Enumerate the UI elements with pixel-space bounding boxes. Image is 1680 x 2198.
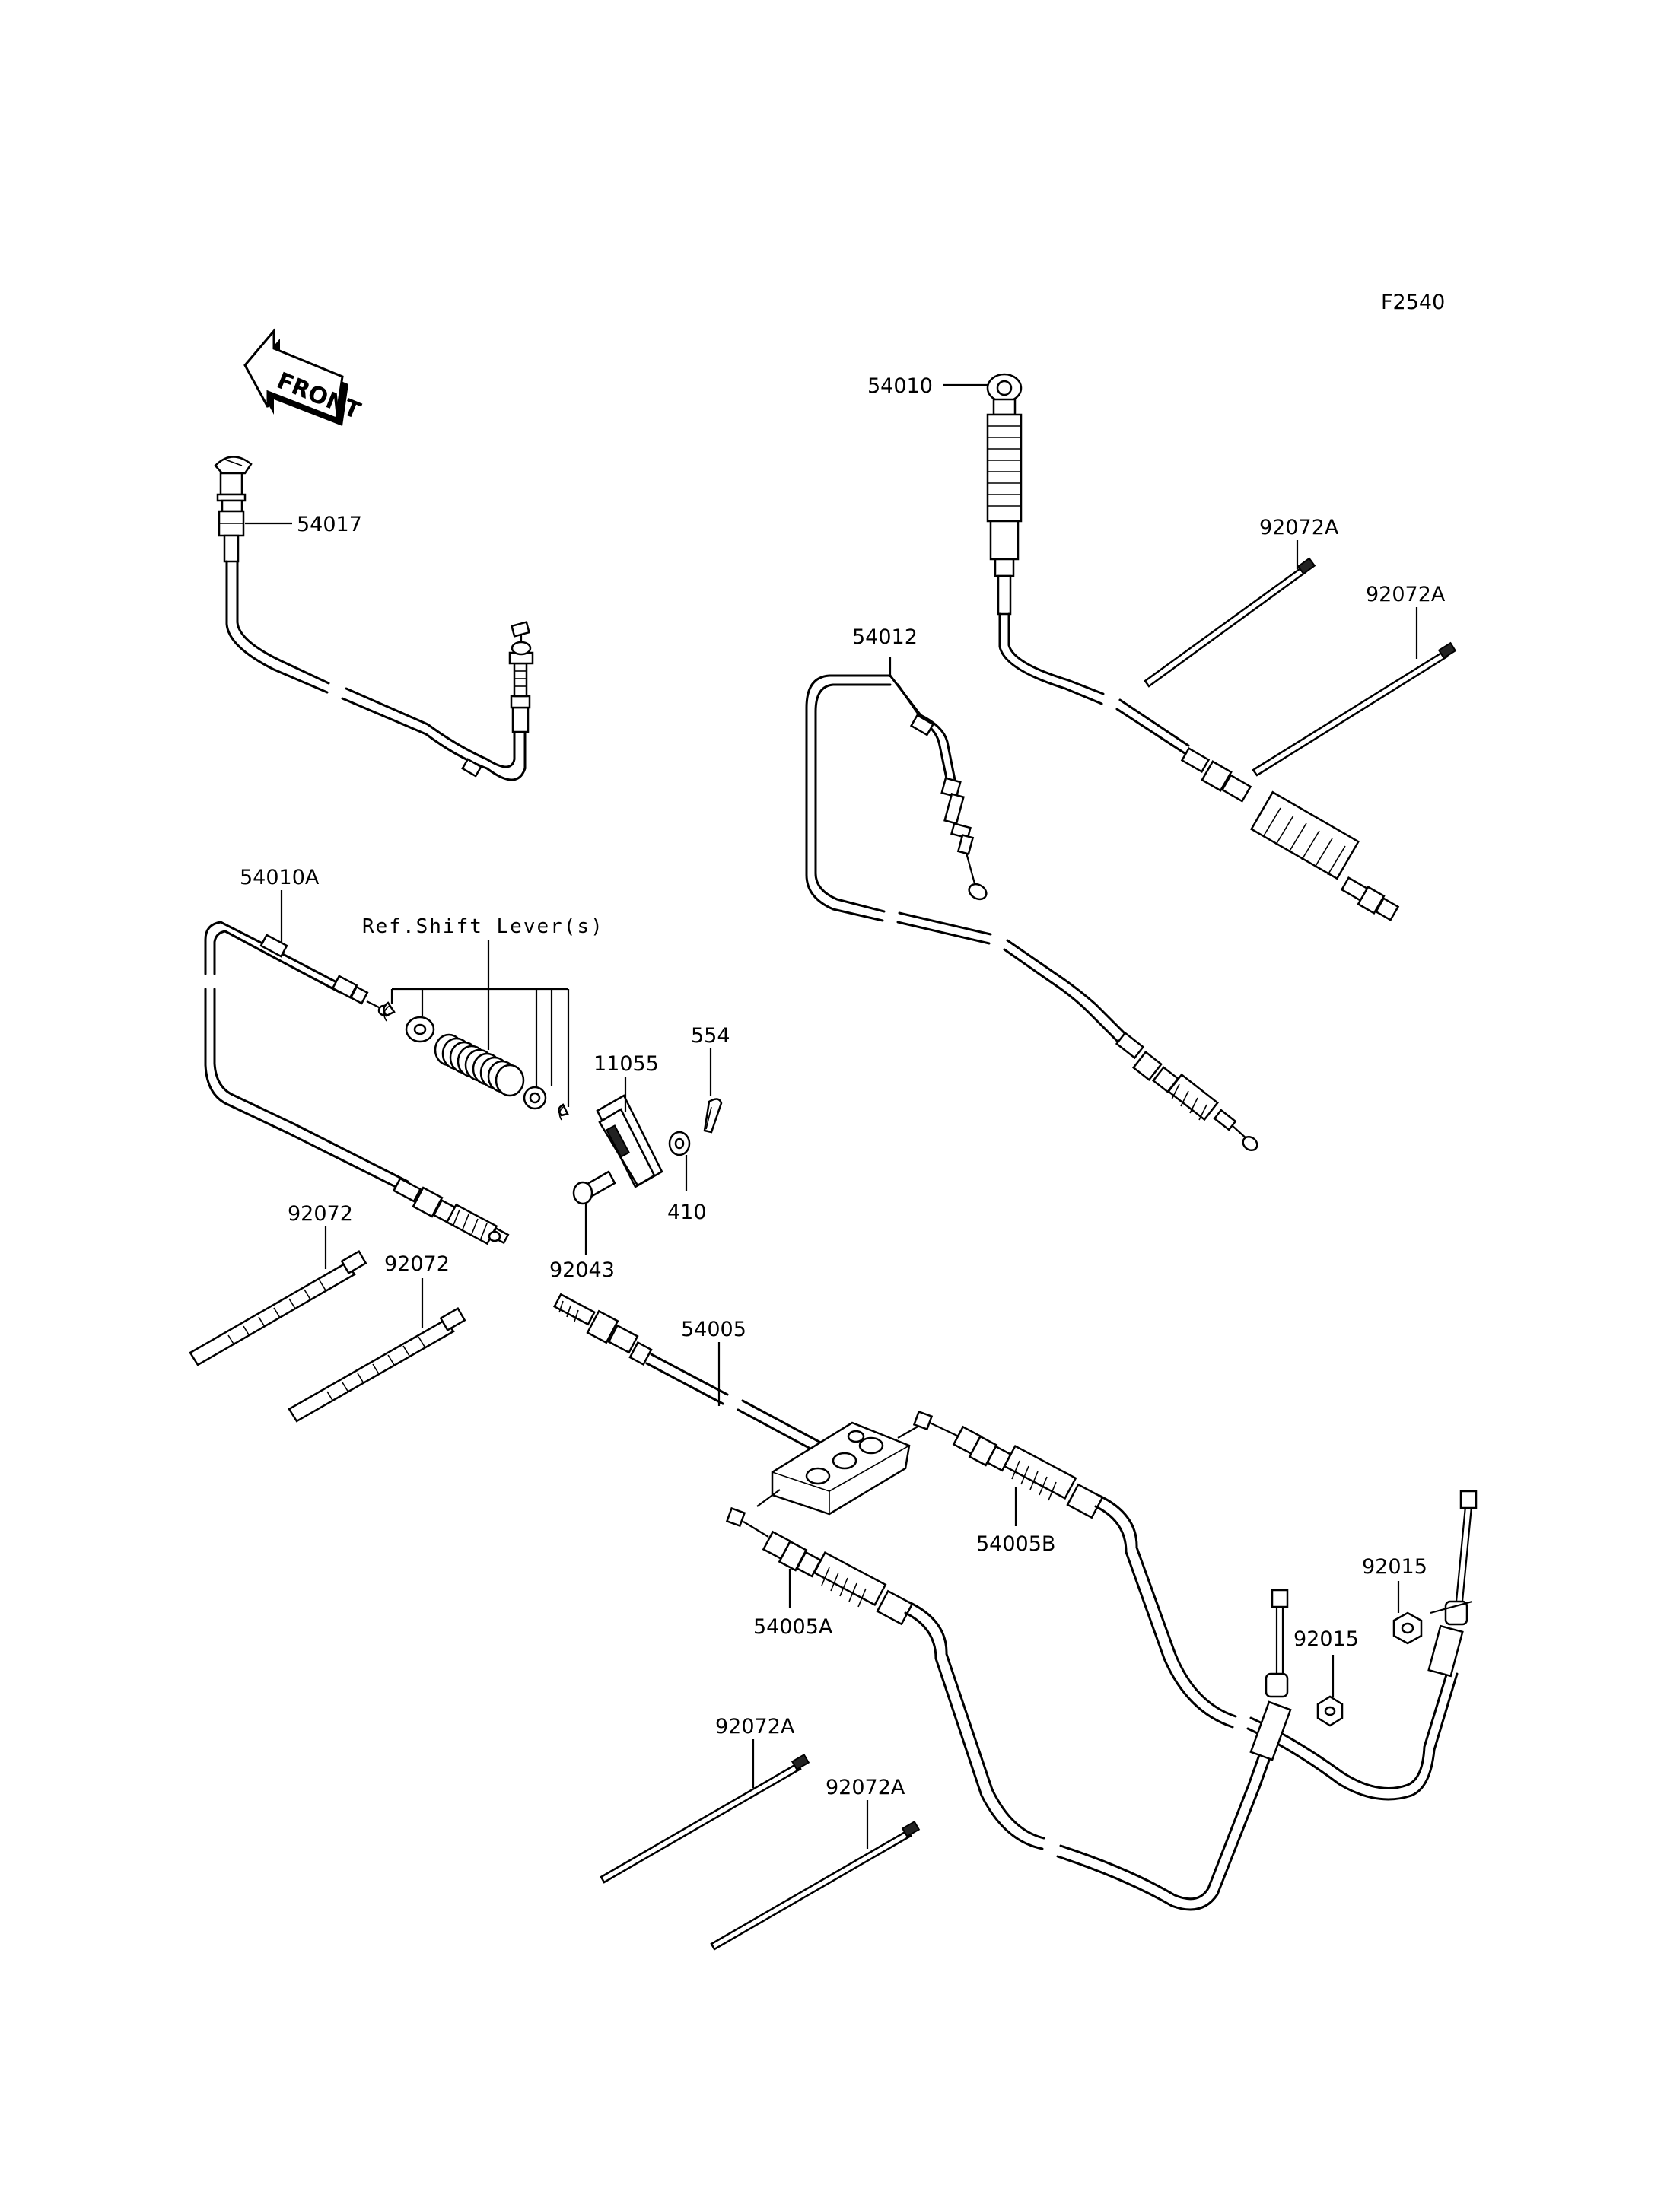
ref-shift-bracket	[390, 940, 570, 1107]
cable-tie-92072-1	[189, 1249, 368, 1366]
part-label-54010A: 54010A	[240, 866, 320, 889]
figure-code: F2540	[1381, 291, 1445, 314]
cable-54010	[986, 373, 1400, 921]
part-label-54012: 54012	[852, 625, 918, 649]
part-label-54010: 54010	[867, 374, 933, 398]
part-label-92072-2: 92072	[384, 1252, 450, 1276]
part-11055	[596, 1094, 663, 1188]
part-92043	[572, 1170, 616, 1205]
part-label-11055: 11055	[593, 1052, 659, 1076]
cable-54005	[553, 1293, 1478, 1911]
cable-54017	[214, 456, 534, 781]
cable-tie-92072A-2	[1252, 641, 1457, 777]
part-label-92072-1: 92072	[288, 1202, 353, 1226]
cable-tie-92072A-3	[600, 1753, 810, 1884]
part-label-92015-2: 92015	[1293, 1627, 1359, 1651]
ref-shift-lever-label: Ref.Shift Lever(s)	[362, 915, 604, 938]
cable-tie-92072A-4	[710, 1820, 921, 1951]
part-label-92015-1: 92015	[1362, 1555, 1427, 1579]
part-label-54005: 54005	[681, 1318, 746, 1341]
part-label-54005B: 54005B	[976, 1532, 1055, 1556]
part-554	[703, 1098, 723, 1134]
part-label-92072A-3: 92072A	[715, 1715, 795, 1738]
cable-54012	[805, 674, 1258, 1152]
part-410	[668, 1131, 691, 1156]
part-92015-1	[1392, 1611, 1423, 1645]
part-label-554: 554	[691, 1024, 730, 1048]
part-label-92072A-2: 92072A	[1366, 583, 1446, 606]
part-label-92072A-4: 92072A	[826, 1776, 905, 1799]
front-arrow-icon: FRONT	[243, 327, 364, 426]
cable-tie-92072A-1	[1144, 557, 1316, 688]
shift-lever-parts	[383, 1001, 569, 1121]
part-label-92072A-1: 92072A	[1259, 516, 1339, 539]
cable-tie-92072-2	[288, 1306, 466, 1423]
part-label-410: 410	[667, 1201, 707, 1224]
spring	[434, 1033, 525, 1097]
part-label-92043: 92043	[549, 1258, 615, 1282]
part-92015-2	[1316, 1695, 1344, 1727]
cable-54010A	[204, 921, 510, 1245]
part-label-54017: 54017	[297, 513, 362, 536]
part-label-54005A: 54005A	[753, 1615, 833, 1639]
